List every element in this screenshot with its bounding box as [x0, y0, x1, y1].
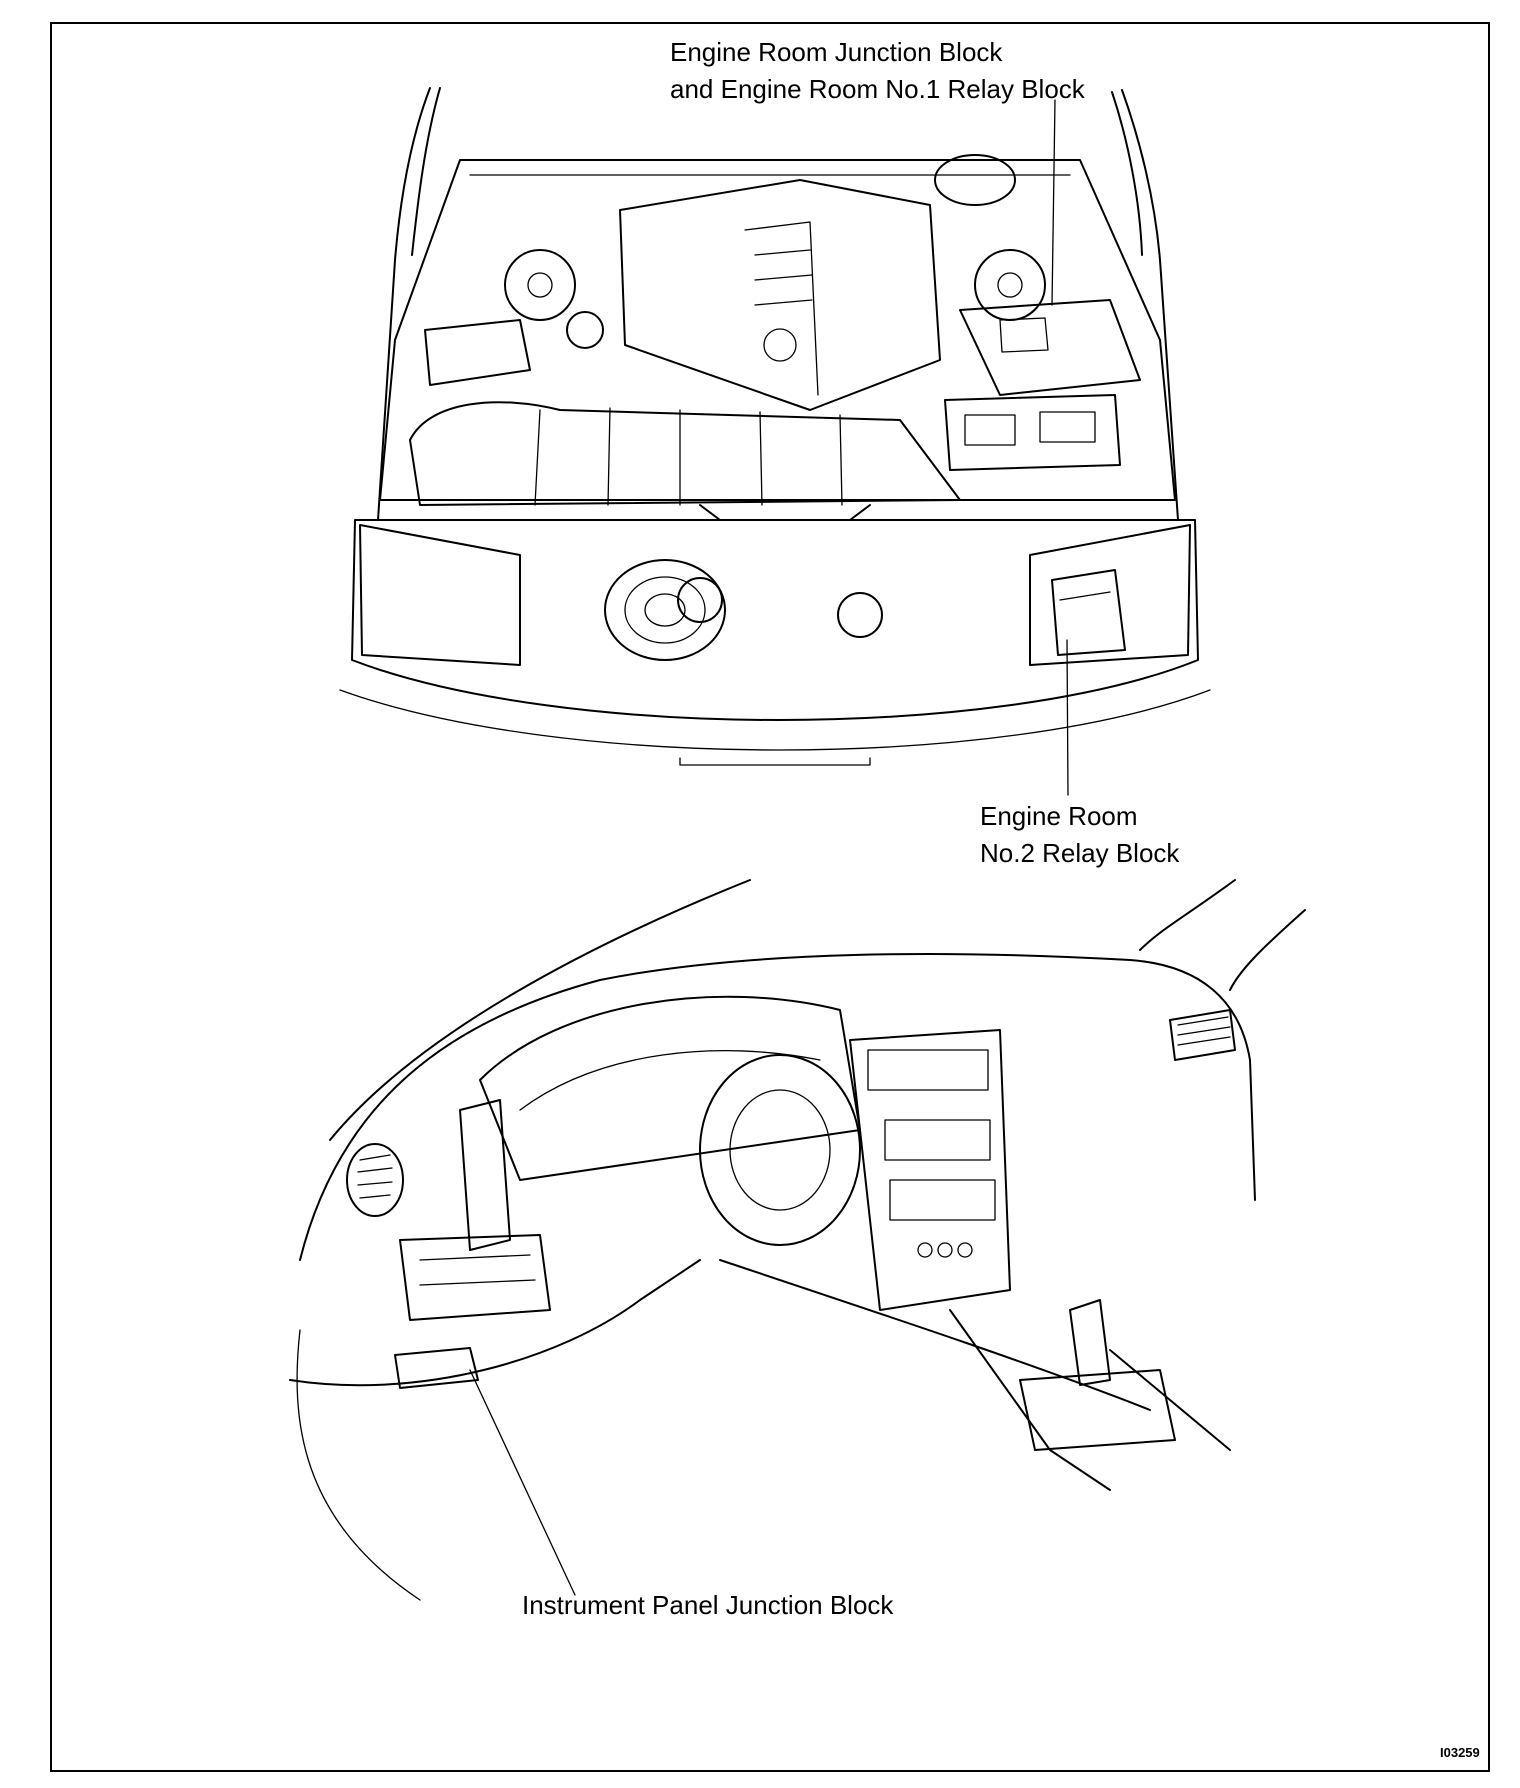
figure-code: I03259 [1440, 1745, 1480, 1760]
leader-junction-block [1051, 99, 1056, 306]
label-relay-block-2-line1: Engine Room [980, 801, 1138, 831]
engine-bay-drawing [339, 87, 1211, 766]
label-relay-block-2-line2: No.2 Relay Block [980, 838, 1180, 868]
label-engine-room-junction-line2: and Engine Room No.1 Relay Block [670, 74, 1085, 104]
engine-room-junction-block [959, 299, 1141, 396]
label-engine-room-junction-line1: Engine Room Junction Block [670, 37, 1003, 67]
dashboard-drawing [289, 879, 1306, 1601]
label-instrument-panel-junction: Instrument Panel Junction Block [522, 1590, 894, 1620]
figure-frame [50, 22, 1490, 1772]
leader-instrument-panel-junction [469, 1369, 576, 1596]
engine-room-relay-block-2 [1051, 569, 1126, 656]
leader-relay-block-2 [1066, 639, 1069, 796]
instrument-panel-junction-block [394, 1347, 479, 1389]
